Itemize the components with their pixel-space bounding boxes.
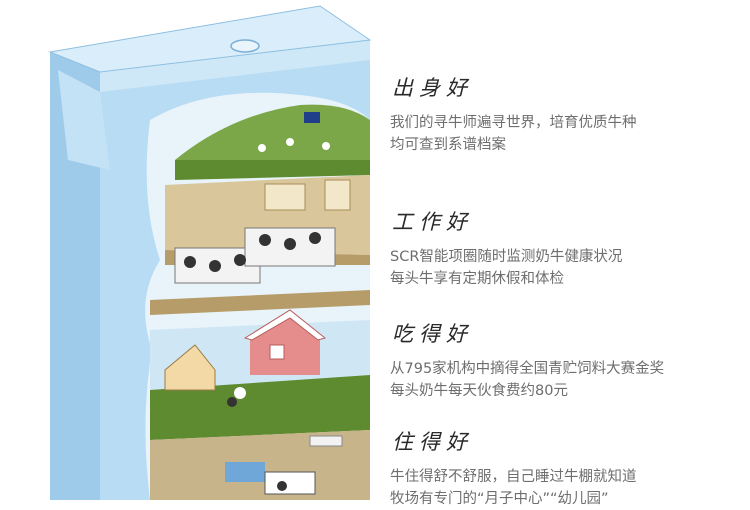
milk-carton-illustration — [48, 5, 372, 500]
australia-flag-icon — [304, 112, 320, 123]
section-heading: 工作好 — [392, 210, 473, 234]
carton-cap-icon — [230, 39, 260, 53]
cutaway-scene — [145, 92, 370, 500]
section-housing: 住得好 牛住得舒不舒服，自己睡过牛棚就知道 牧场有专门的“月子中心”“幼儿园” — [390, 430, 745, 510]
section-heading: 吃得好 — [392, 322, 473, 346]
section-origin: 出身好 我们的寻牛师遍寻世界，培育优质牛种 均可查到系谱档案 — [390, 76, 745, 156]
section-line: SCR智能项圈随时监测奶牛健康状况 — [390, 249, 623, 265]
text-column: 出身好 我们的寻牛师遍寻世界，培育优质牛种 均可查到系谱档案 工作好 SCR智能… — [390, 0, 745, 507]
section-line: 从795家机构中摘得全国青贮饲料大赛金奖 — [390, 361, 665, 377]
section-line: 牛住得舒不舒服，自己睡过牛棚就知道 — [390, 469, 637, 485]
cow-stall-row — [174, 227, 336, 284]
section-line: 每头奶牛每天伙食费约80元 — [390, 383, 568, 399]
section-food: 吃得好 从795家机构中摘得全国青贮饲料大赛金奖 每头奶牛每天伙食费约80元 — [390, 322, 745, 402]
section-heading: 出身好 — [392, 76, 473, 100]
section-heading: 住得好 — [392, 430, 473, 454]
red-barn — [243, 309, 327, 375]
section-line: 我们的寻牛师遍寻世界，培育优质牛种 — [390, 115, 637, 131]
section-line: 每头牛享有定期休假和体检 — [390, 271, 564, 287]
section-line: 牧场有专门的“月子中心”“幼儿园” — [390, 491, 609, 507]
section-work: 工作好 SCR智能项圈随时监测奶牛健康状况 每头牛享有定期休假和体检 — [390, 210, 745, 290]
section-line: 均可查到系谱档案 — [390, 137, 506, 153]
